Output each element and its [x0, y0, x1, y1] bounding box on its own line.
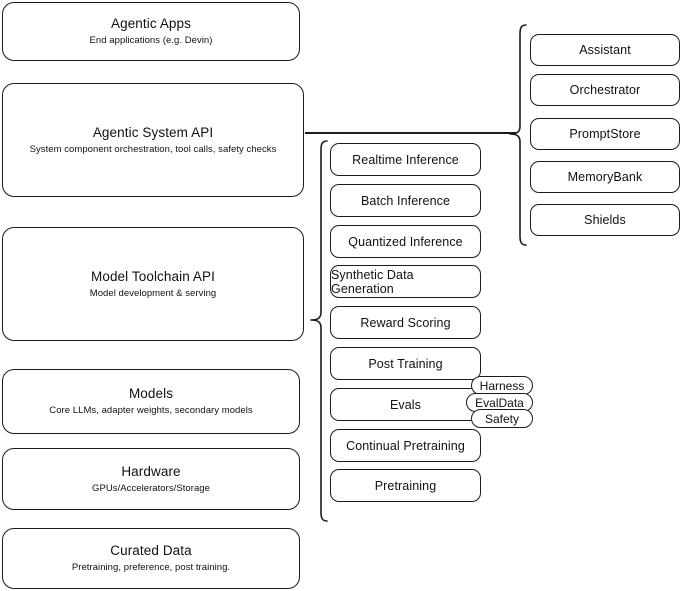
chip-label: Reward Scoring — [360, 315, 451, 330]
stack-layer-hardware[interactable]: Hardware GPUs/Accelerators/Storage — [2, 448, 300, 510]
chip-label: Batch Inference — [360, 193, 451, 208]
chip-label: Orchestrator — [569, 83, 641, 97]
stack-layer-subtitle: Core LLMs, adapter weights, secondary mo… — [49, 405, 253, 416]
toolchain-chip-pretraining[interactable]: Pretraining — [330, 469, 481, 502]
stack-layer-model-toolchain-api[interactable]: Model Toolchain API Model development & … — [2, 227, 304, 341]
chip-label: Assistant — [579, 43, 631, 57]
chip-label: Realtime Inference — [352, 152, 459, 167]
stack-layer-models[interactable]: Models Core LLMs, adapter weights, secon… — [2, 369, 300, 434]
toolchain-chip-quantized-inference[interactable]: Quantized Inference — [330, 225, 481, 258]
stack-layer-subtitle: System component orchestration, tool cal… — [29, 143, 277, 155]
chip-label: Post Training — [368, 356, 443, 371]
stack-layer-title: Models — [128, 386, 174, 401]
chip-label: MemoryBank — [567, 170, 643, 184]
agentic-component-promptstore[interactable]: PromptStore — [530, 118, 680, 150]
stack-layer-agentic-apps[interactable]: Agentic Apps End applications (e.g. Devi… — [2, 2, 300, 61]
chip-label: Continual Pretraining — [346, 438, 465, 453]
agentic-component-shields[interactable]: Shields — [530, 204, 680, 236]
agentic-component-memorybank[interactable]: MemoryBank — [530, 161, 680, 193]
stack-layer-title: Agentic Apps — [110, 16, 191, 31]
chip-label: Quantized Inference — [348, 234, 463, 249]
connector-agentic-system-to-components — [305, 132, 516, 134]
bracket-agentic-system-components — [509, 24, 527, 246]
evals-badge-evaldata[interactable]: EvalData — [466, 393, 533, 412]
stack-layer-title: Agentic System API — [92, 124, 214, 140]
stack-layer-curated-data[interactable]: Curated Data Pretraining, preference, po… — [2, 528, 300, 589]
agentic-component-orchestrator[interactable]: Orchestrator — [530, 74, 680, 106]
toolchain-chip-synthetic-data-generation[interactable]: Synthetic Data Generation — [330, 265, 481, 298]
bracket-model-toolchain — [310, 140, 328, 522]
evals-badge-safety[interactable]: Safety — [471, 409, 533, 428]
toolchain-chip-evals[interactable]: Evals — [330, 388, 481, 421]
stack-layer-agentic-system-api[interactable]: Agentic System API System component orch… — [2, 83, 304, 197]
stack-layer-subtitle: Model development & serving — [89, 287, 217, 299]
toolchain-chip-continual-pretraining[interactable]: Continual Pretraining — [330, 429, 481, 462]
pill-label: EvalData — [475, 395, 524, 410]
chip-label: PromptStore — [569, 127, 641, 141]
pill-label: Safety — [484, 411, 520, 426]
toolchain-chip-batch-inference[interactable]: Batch Inference — [330, 184, 481, 217]
chip-label: Evals — [389, 397, 422, 412]
toolchain-chip-realtime-inference[interactable]: Realtime Inference — [330, 143, 481, 176]
stack-layer-subtitle: End applications (e.g. Devin) — [89, 35, 213, 46]
pill-label: Harness — [479, 378, 525, 393]
chip-label: Shields — [584, 213, 626, 227]
chip-label: Pretraining — [374, 478, 437, 493]
toolchain-chip-reward-scoring[interactable]: Reward Scoring — [330, 306, 481, 339]
chip-label: Synthetic Data Generation — [331, 267, 414, 296]
agentic-component-assistant[interactable]: Assistant — [530, 34, 680, 66]
stack-layer-title: Model Toolchain API — [91, 268, 215, 284]
toolchain-chip-post-training[interactable]: Post Training — [330, 347, 481, 380]
stack-layer-subtitle: GPUs/Accelerators/Storage — [92, 482, 210, 494]
stack-layer-subtitle: Pretraining, preference, post training. — [71, 562, 231, 573]
stack-layer-title: Curated Data — [110, 543, 192, 558]
stack-layer-title: Hardware — [121, 463, 181, 479]
